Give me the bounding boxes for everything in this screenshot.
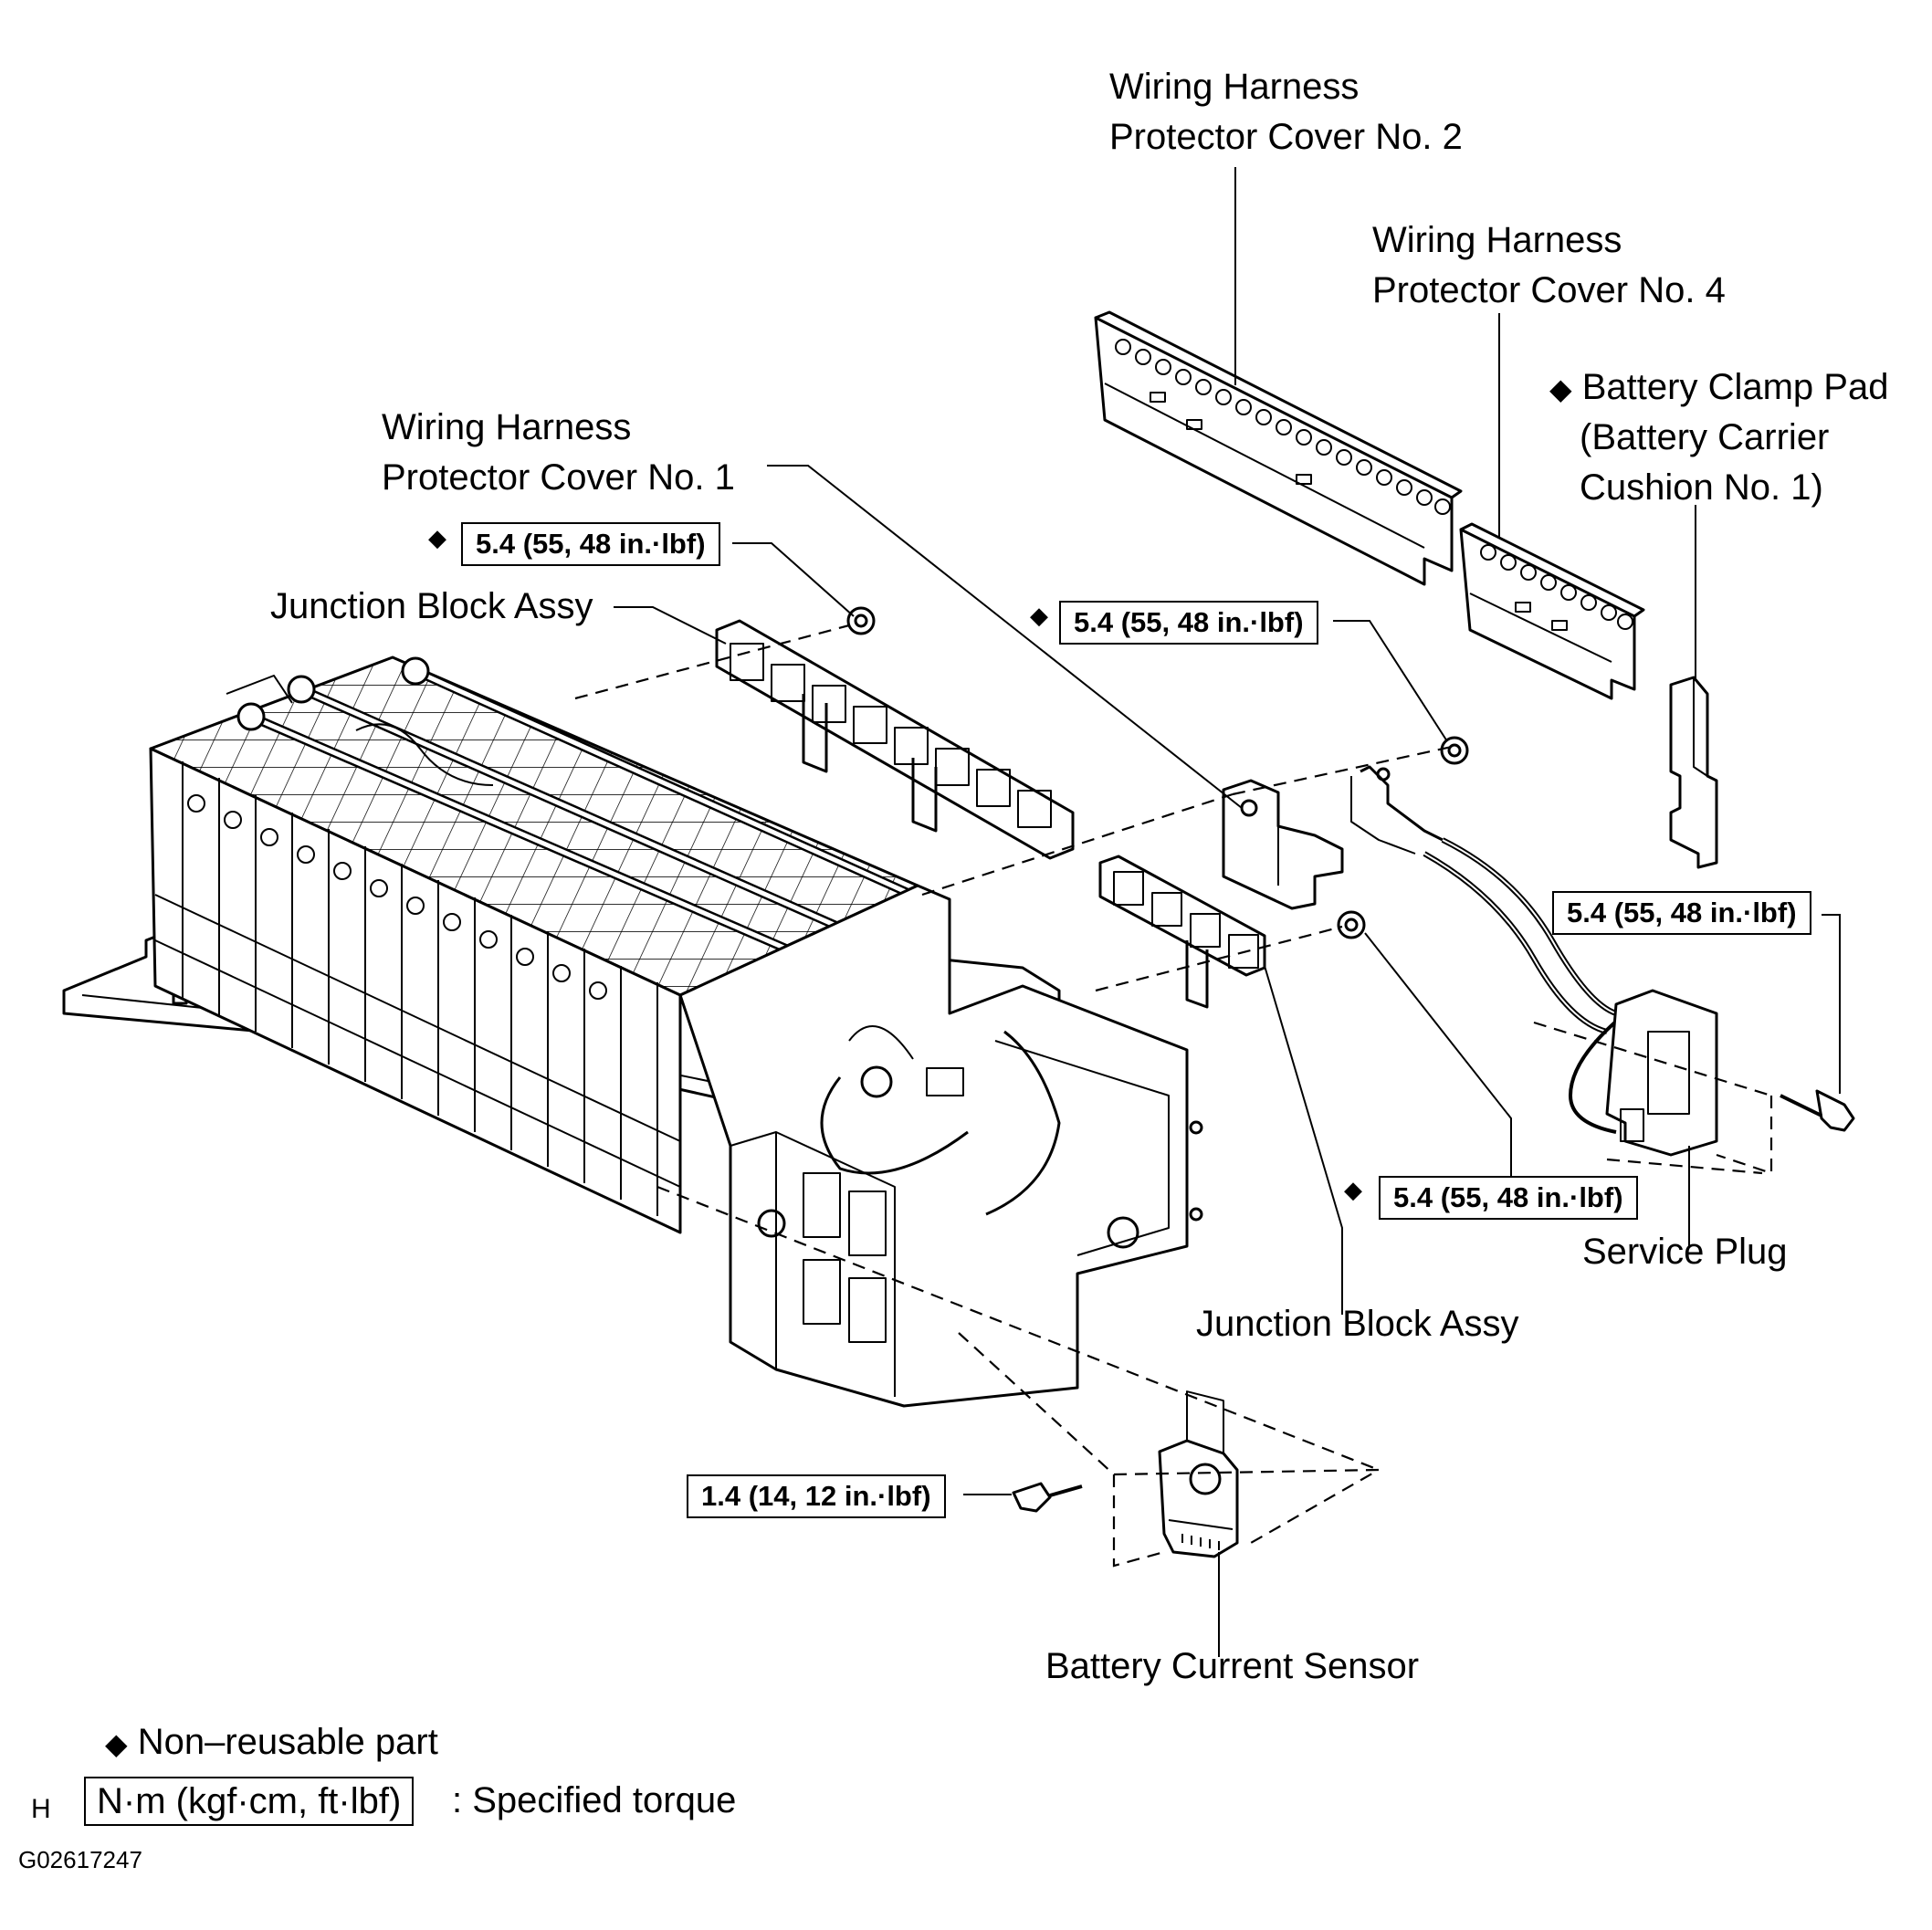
battery-module-stack: [149, 656, 934, 1234]
battery-clamp-pad: [1669, 676, 1718, 869]
torque-spec-nut-upper-left: 5.4 (55, 48 in.·lbf): [461, 522, 720, 566]
legend-non-reusable-text: Non–reusable part: [137, 1722, 438, 1762]
junction-block-assy-upper: [715, 619, 1075, 860]
battery-current-sensor: [1158, 1439, 1239, 1558]
non-reusable-diamond-icon: ◆: [105, 1727, 128, 1760]
label-service-plug: Service Plug: [1582, 1232, 1788, 1272]
label-wiring-harness-cover-no2-line2: Protector Cover No. 2: [1109, 117, 1463, 157]
label-battery-clamp-pad-line2: (Battery Carrier: [1580, 417, 1830, 457]
label-junction-block-assy-upper: Junction Block Assy: [270, 586, 593, 626]
label-battery-current-sensor: Battery Current Sensor: [1045, 1646, 1420, 1686]
torque-spec-sensor-bolt: 1.4 (14, 12 in.·lbf): [687, 1474, 946, 1518]
non-reusable-diamond-icon: ◆: [428, 524, 446, 551]
torque-spec-service-plug-bolt: 5.4 (55, 48 in.·lbf): [1552, 891, 1811, 935]
wiring-harness-protector-cover-no2: [1094, 310, 1463, 586]
label-wiring-harness-cover-no1-line1: Wiring Harness: [382, 407, 632, 447]
end-junction-box: [678, 884, 1224, 1475]
torque-spec-nut-upper-mid: 5.4 (55, 48 in.·lbf): [1059, 601, 1318, 645]
label-wiring-harness-cover-no1-line2: Protector Cover No. 1: [382, 457, 735, 498]
label-battery-clamp-pad-line3: Cushion No. 1): [1580, 467, 1823, 508]
label-junction-block-assy-lower: Junction Block Assy: [1196, 1304, 1519, 1344]
fasteners: [846, 606, 1855, 1513]
legend-torque-unit-box: N·m (kgf·cm, ft·lbf): [84, 1777, 415, 1826]
legend-non-reusable: ◆ Non–reusable part: [105, 1716, 438, 1769]
battery-clamp-pad-text: Battery Clamp Pad: [1581, 367, 1889, 407]
non-reusable-diamond-icon: ◆: [1030, 602, 1048, 629]
wiring-harness-protector-cover-no4: [1459, 522, 1645, 700]
legend-torque-description: : Specified torque: [452, 1780, 737, 1820]
non-reusable-diamond-icon: ◆: [1344, 1176, 1362, 1203]
service-plug-assembly: [1350, 765, 1718, 1157]
torque-spec-nut-lower: 5.4 (55, 48 in.·lbf): [1379, 1176, 1638, 1220]
figure-id: G02617247: [18, 1846, 142, 1873]
label-wiring-harness-cover-no4-line2: Protector Cover No. 4: [1372, 270, 1726, 310]
label-wiring-harness-cover-no2-line1: Wiring Harness: [1109, 67, 1360, 107]
assembly-dashed-lines: [574, 624, 1773, 1568]
label-wiring-harness-cover-no4-line1: Wiring Harness: [1372, 220, 1622, 260]
label-battery-clamp-pad: ◆ Battery Clamp Pad: [1549, 362, 1888, 414]
sheet-letter: H: [31, 1794, 51, 1824]
wiring-harness-protector-cover-no1: [1222, 779, 1344, 910]
non-reusable-diamond-icon: ◆: [1549, 372, 1572, 405]
